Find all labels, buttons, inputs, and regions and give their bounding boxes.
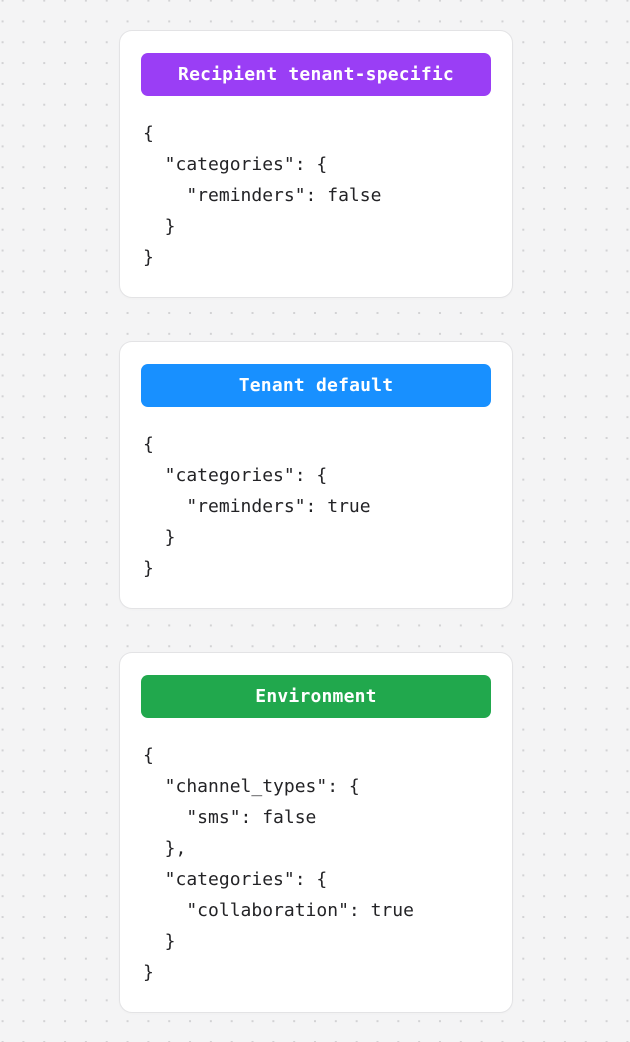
code-line: "categories": { (143, 869, 328, 890)
card-code-block-tenant-default: { "categories": { "reminders": true } } (120, 407, 512, 608)
code-line: "reminders": true (143, 496, 371, 517)
card-title-label: Recipient tenant-specific (178, 64, 454, 85)
card-header-recipient-tenant-specific: Recipient tenant-specific (141, 53, 491, 96)
code-line: { (143, 434, 154, 455)
code-line: "sms": false (143, 807, 317, 828)
card-code-block-environment: { "channel_types": { "sms": false }, "ca… (120, 718, 512, 1012)
code-line: } (143, 558, 154, 579)
code-line: "categories": { (143, 154, 328, 175)
preference-card-tenant-default: Tenant default { "categories": { "remind… (119, 341, 513, 609)
code-line: } (143, 962, 154, 983)
card-header-tenant-default: Tenant default (141, 364, 491, 407)
card-code-block-recipient-tenant-specific: { "categories": { "reminders": false } } (120, 96, 512, 297)
code-line: }, (143, 838, 187, 859)
preference-card-environment: Environment { "channel_types": { "sms": … (119, 652, 513, 1013)
code-line: { (143, 745, 154, 766)
card-header-environment: Environment (141, 675, 491, 718)
code-line: "channel_types": { (143, 776, 360, 797)
code-line: "collaboration": true (143, 900, 414, 921)
card-title-label: Tenant default (238, 375, 394, 396)
card-title-label: Environment (255, 686, 377, 707)
preference-card-recipient-tenant-specific: Recipient tenant-specific { "categories"… (119, 30, 513, 298)
code-line: } (143, 527, 176, 548)
code-line: } (143, 216, 176, 237)
code-line: } (143, 247, 154, 268)
code-line: { (143, 123, 154, 144)
code-line: "categories": { (143, 465, 328, 486)
code-line: "reminders": false (143, 185, 382, 206)
code-line: } (143, 931, 176, 952)
